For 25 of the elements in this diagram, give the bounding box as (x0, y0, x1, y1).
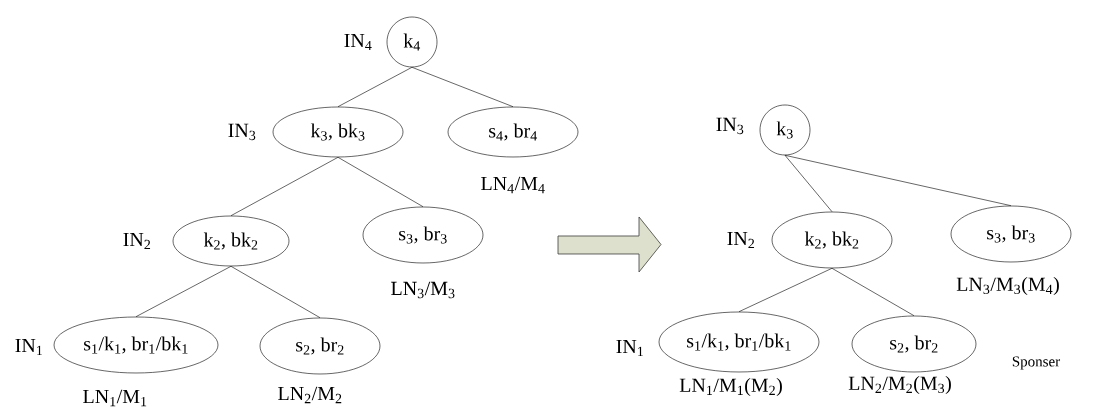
node-label: LN$_{2}$/M$_{2}$(M$_{3}$) (848, 375, 951, 395)
tree-edge (784, 155, 1012, 206)
node-label: IN$_{2}$ (123, 232, 151, 250)
node-label: IN$_{1}$ (15, 338, 42, 356)
node-label: IN$_{3}$ (228, 123, 256, 141)
node-label: IN$_{1}$ (616, 339, 643, 357)
node-label: LN$_{3}$/M$_{3}$ (391, 281, 455, 299)
tree-edge (230, 266, 321, 318)
tree-edge (411, 67, 514, 107)
tree-edge (337, 157, 424, 207)
node-label: LN$_{2}$/M$_{2}$ (278, 386, 342, 404)
tree-edge (135, 266, 232, 317)
node-label: LN$_{1}$/M$_{1}$(M$_{2}$) (679, 377, 782, 397)
node-label: IN$_{2}$ (727, 231, 755, 249)
tree-edge (831, 268, 915, 316)
node-label: IN$_{3}$ (716, 117, 744, 135)
node-label: LN$_{1}$/M$_{1}$ (83, 389, 147, 407)
node-label: LN$_{4}$/M$_{4}$ (481, 176, 545, 194)
tree-edge (337, 67, 413, 107)
node-label: LN$_{3}$/M$_{3}$(M$_{4}$) (956, 276, 1059, 296)
tree-edge (230, 157, 339, 216)
tree-edge (738, 268, 833, 312)
node-label: Sponser (1012, 356, 1061, 370)
tree-edge (784, 155, 833, 212)
node-label: IN$_{4}$ (344, 33, 372, 51)
